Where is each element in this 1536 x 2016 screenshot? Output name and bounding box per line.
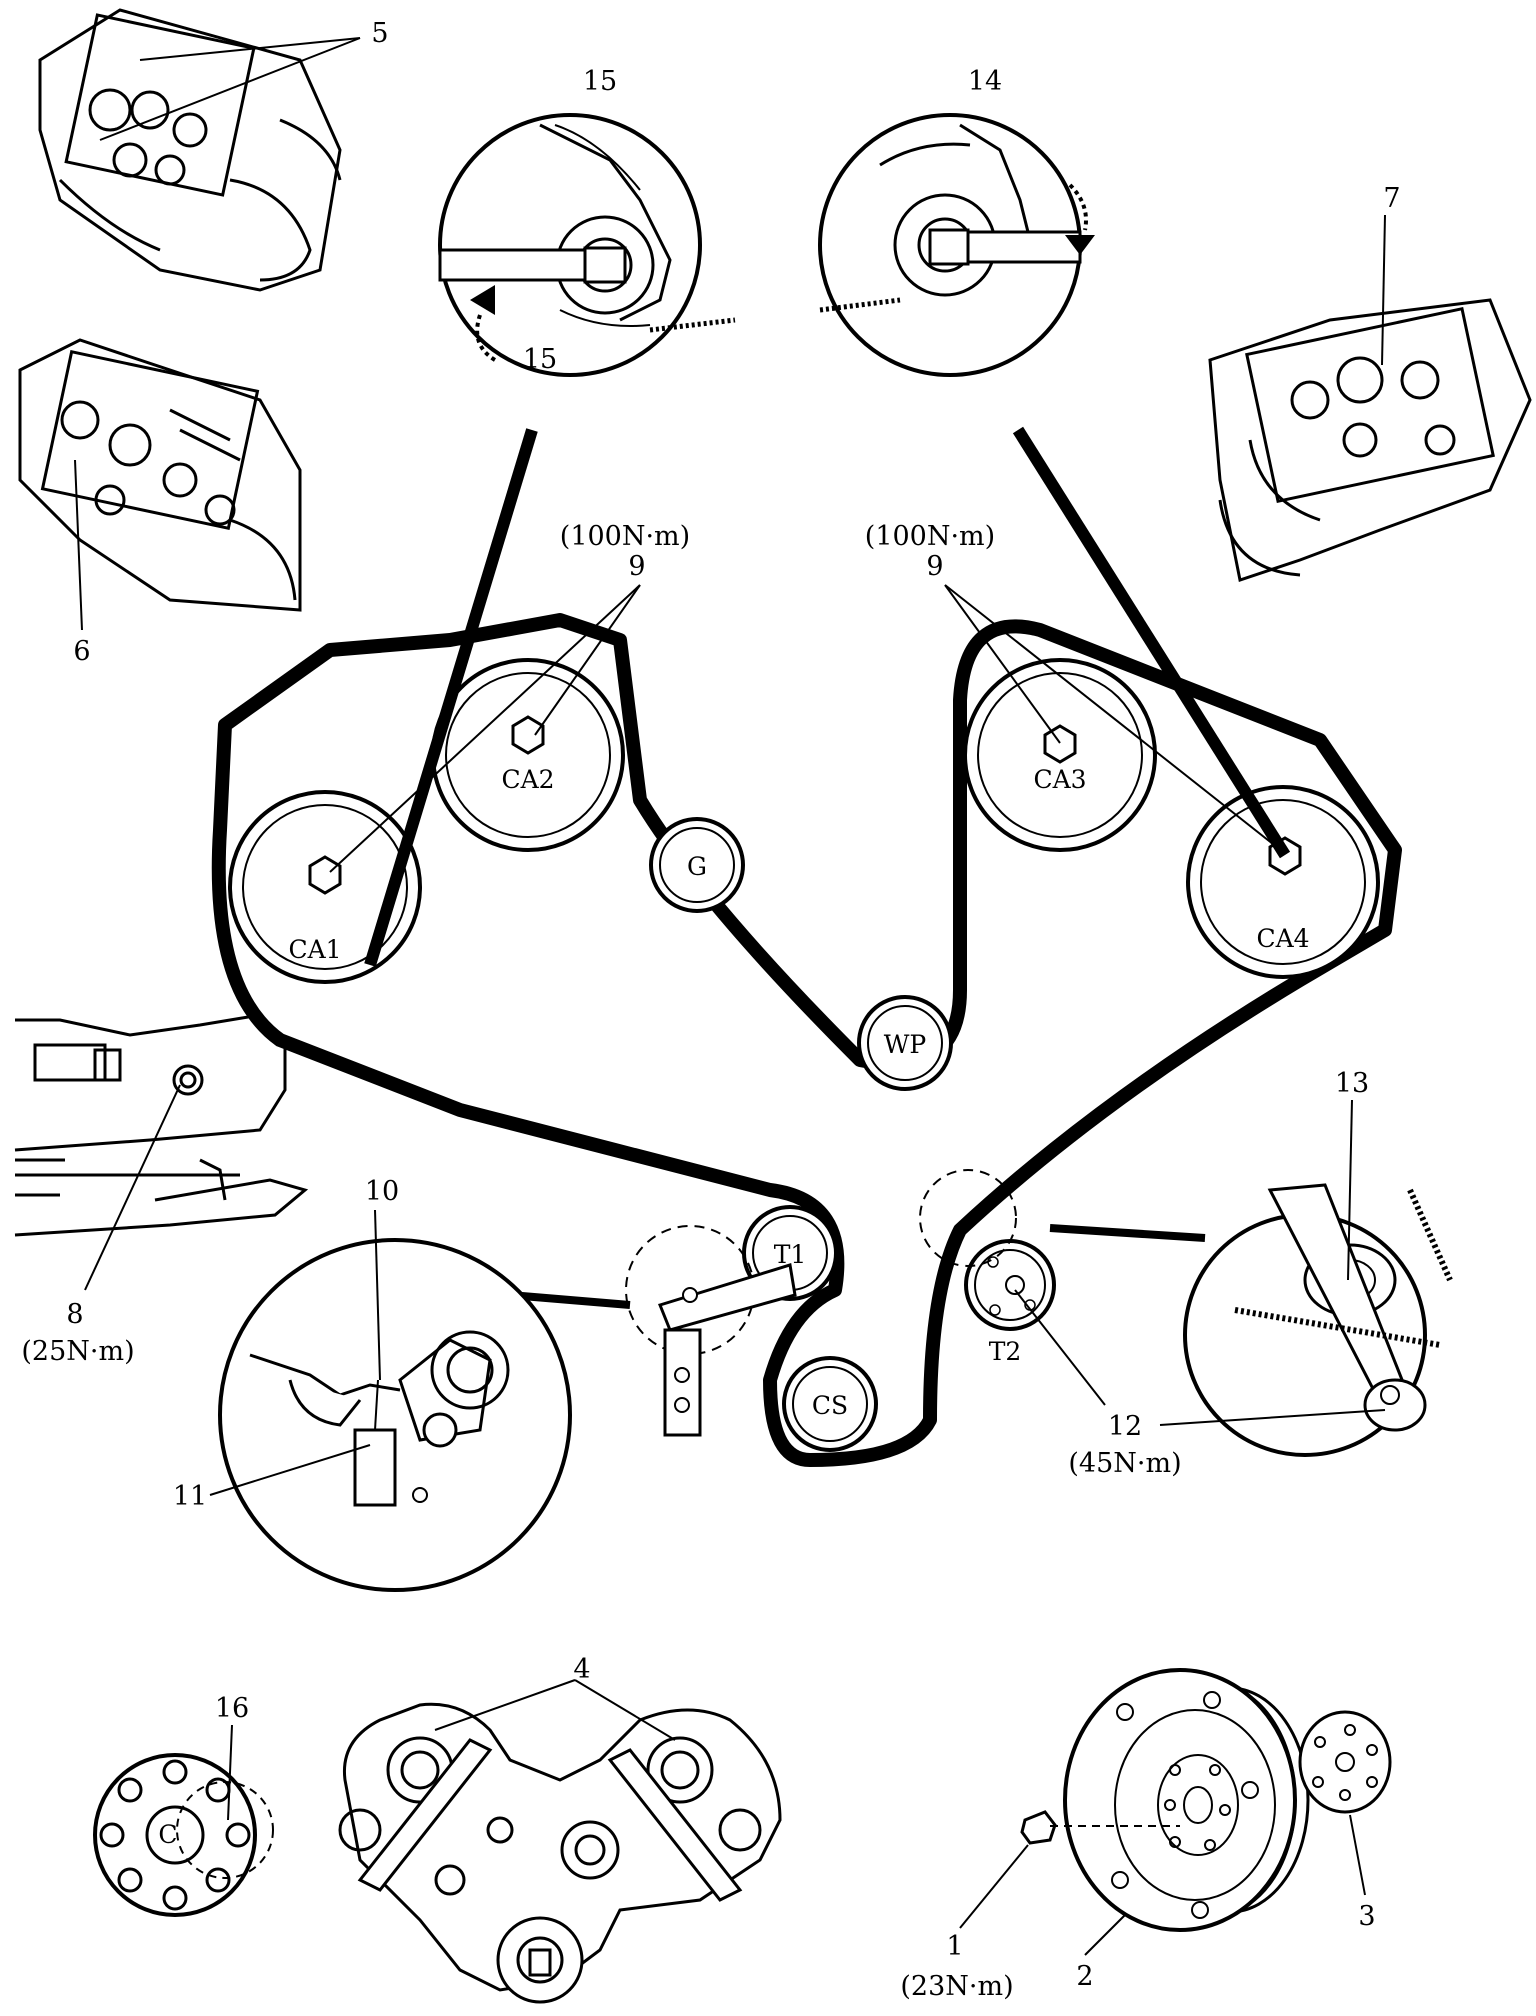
pulley-label-ca1: CA1 (288, 935, 341, 964)
pulley-cs: CS (782, 1356, 878, 1452)
torque-label-9-left: (100N·m) (560, 521, 690, 552)
leader-5 (99, 37, 361, 141)
callout-12: 12 (1108, 1411, 1142, 1442)
detail-14-wrench (818, 113, 1291, 859)
callout-11: 11 (173, 1481, 207, 1512)
callout-5: 5 (371, 18, 388, 49)
leader-13 (1347, 1099, 1353, 1281)
crank-sprocket-16: C (93, 1753, 274, 1917)
pulley-ca4: CA4 (1186, 785, 1380, 979)
leader-4 (434, 1679, 676, 1741)
callout-1: 1 (946, 1931, 963, 1962)
engine-view-5 (38, 8, 342, 292)
leader-6 (74, 459, 83, 631)
callout-9-left: 9 (628, 551, 645, 582)
callout-13: 13 (1335, 1068, 1369, 1099)
engine-view-8 (14, 1013, 309, 1237)
torque-label-8: (25N·m) (21, 1336, 134, 1367)
pulley-label-ca4: CA4 (1256, 924, 1309, 953)
leader-10 (374, 1209, 381, 1381)
detail-15-wrench (364, 113, 736, 967)
leader-16 (227, 1724, 233, 1821)
detail-tensioner (218, 1238, 631, 1592)
pulley-label-ca2: CA2 (501, 765, 554, 794)
pulley-t2: T2 (964, 1239, 1056, 1366)
leader-12b (1159, 1409, 1386, 1426)
callout-14: 14 (968, 66, 1002, 97)
pulley-wp: WP (857, 995, 953, 1091)
engine-view-7 (1208, 298, 1532, 582)
callout-3: 3 (1358, 1901, 1375, 1932)
pulley-label-c: C (158, 1820, 177, 1849)
torque-label-12: (45N·m) (1068, 1448, 1181, 1479)
leader-3 (1349, 1814, 1366, 1896)
engine-view-6 (18, 338, 302, 612)
leader-11 (209, 1444, 371, 1496)
callout-7: 7 (1383, 183, 1400, 214)
callout-8: 8 (66, 1299, 83, 1330)
pulley-g: G (649, 817, 745, 913)
leader-7 (1381, 214, 1386, 366)
leader-12a (1014, 1289, 1106, 1406)
callout-2: 2 (1076, 1961, 1093, 1992)
leader-1 (959, 1844, 1029, 1929)
damper-pulley-2 (1063, 1668, 1310, 1932)
callout-9-right-lines (944, 584, 1284, 853)
bolt-1 (1020, 1810, 1180, 1845)
callout-15-top: 15 (583, 66, 617, 97)
pulley-ca3: CA3 (963, 658, 1157, 852)
pulley-label-t2: T2 (989, 1337, 1022, 1366)
torque-label-1: (23N·m) (900, 1971, 1013, 2002)
pulley-label-ca3: CA3 (1033, 765, 1086, 794)
washer-3 (1298, 1710, 1392, 1814)
pulley-label-g: G (687, 852, 707, 881)
callout-9-right: 9 (926, 551, 943, 582)
leader-8 (84, 1084, 181, 1291)
callout-4: 4 (573, 1654, 590, 1685)
callout-9-left-lines (329, 584, 641, 873)
detail-idler-pulley (1049, 1183, 1453, 1457)
callout-10: 10 (365, 1176, 399, 1207)
callout-15-inner: 15 (523, 344, 557, 375)
timing-cover-4 (338, 1702, 782, 2004)
leader-2 (1084, 1914, 1126, 1956)
callout-6: 6 (73, 636, 90, 667)
tensioner-bracket (625, 1225, 797, 1437)
callout-16: 16 (215, 1693, 249, 1724)
pulley-label-wp: WP (884, 1030, 927, 1059)
pulley-label-cs: CS (812, 1391, 848, 1420)
t2-detail-marker (919, 1169, 1017, 1267)
pulley-ca1: CA1 (228, 790, 422, 984)
torque-label-9-right: (100N·m) (865, 521, 995, 552)
